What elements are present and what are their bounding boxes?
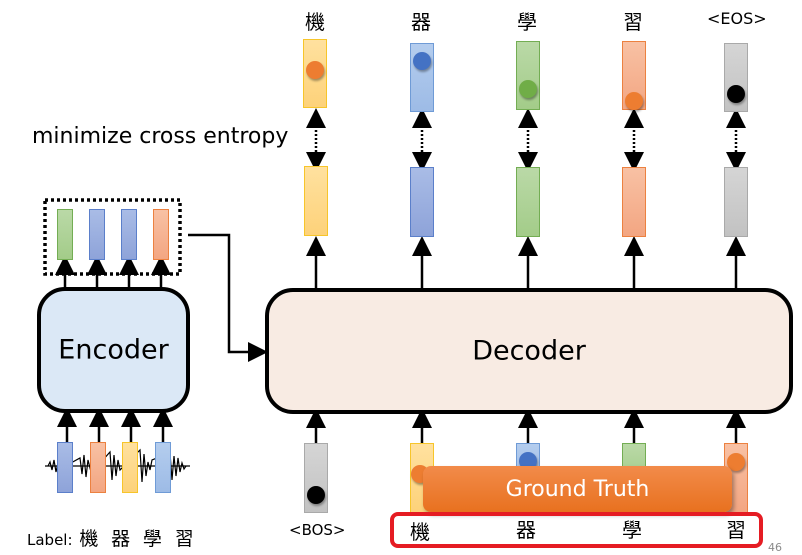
output-token: <EOS> [707, 9, 767, 28]
encoder-to-decoder-arrow [188, 233, 268, 362]
output-distribution [516, 167, 540, 237]
loss-label: minimize cross entropy [32, 124, 289, 149]
one-hot-dot [413, 52, 431, 70]
encoder-label: Encoder [58, 334, 169, 366]
one-hot-dot [307, 486, 325, 504]
output-distribution [304, 166, 328, 236]
one-hot-dot [625, 92, 643, 110]
bos-token-label: <BOS> [289, 521, 346, 539]
acoustic-feature-vector [122, 442, 138, 493]
decoder-input-vector [304, 443, 328, 513]
label-char: 學 [142, 528, 162, 550]
output-distribution [622, 167, 646, 237]
one-hot-dot [519, 80, 537, 98]
decoder-input-arrows [306, 408, 746, 443]
acoustic-feature-vector [57, 442, 73, 493]
output-distribution [410, 167, 434, 237]
ground-truth-char: 學 [622, 518, 642, 542]
ground-truth-highlight [390, 512, 763, 548]
encoder-output-vector [121, 209, 137, 260]
encoder-output-vector [57, 209, 73, 260]
encoder-output-vector [153, 209, 169, 260]
one-hot-dot [306, 61, 324, 79]
page-number: 46 [768, 541, 782, 554]
output-token: 學 [517, 10, 537, 34]
encoder-block: Encoder [37, 287, 190, 413]
output-token: 器 [411, 10, 431, 34]
ground-truth-char: 機 [410, 520, 430, 544]
acoustic-feature-vector [90, 442, 106, 493]
label-char: 機 [79, 528, 99, 550]
output-distribution [724, 167, 748, 237]
one-hot-dot [727, 85, 745, 103]
encoder-input-arrows [57, 407, 173, 442]
one-hot-dot [519, 452, 537, 470]
encoder-output-vector [89, 209, 105, 260]
output-token: 機 [305, 10, 325, 34]
label-char: 習 [174, 528, 194, 550]
acoustic-feature-vector [155, 442, 171, 493]
ground-truth-banner: Ground Truth [423, 466, 732, 512]
label-prefix: Label: [27, 531, 73, 549]
decoder-label: Decoder [472, 335, 586, 367]
encoder-output-group [43, 198, 182, 276]
one-hot-dot [727, 453, 745, 471]
encoder-output-arrows [55, 255, 171, 290]
target-vector [724, 43, 748, 112]
target-vector [516, 41, 540, 110]
decoder-block: Decoder [265, 288, 793, 414]
decoder-output-arrows [306, 236, 746, 289]
ground-truth-char: 習 [726, 518, 746, 542]
ground-truth-char: 器 [516, 518, 536, 542]
cross-entropy-arrows [306, 108, 746, 172]
label-char: 器 [111, 528, 131, 550]
target-vector [622, 41, 646, 110]
target-vector [410, 43, 434, 112]
label-caption: Label: 機 器 學 習 [27, 524, 194, 551]
output-token: 習 [623, 10, 643, 34]
target-vector [303, 39, 327, 108]
